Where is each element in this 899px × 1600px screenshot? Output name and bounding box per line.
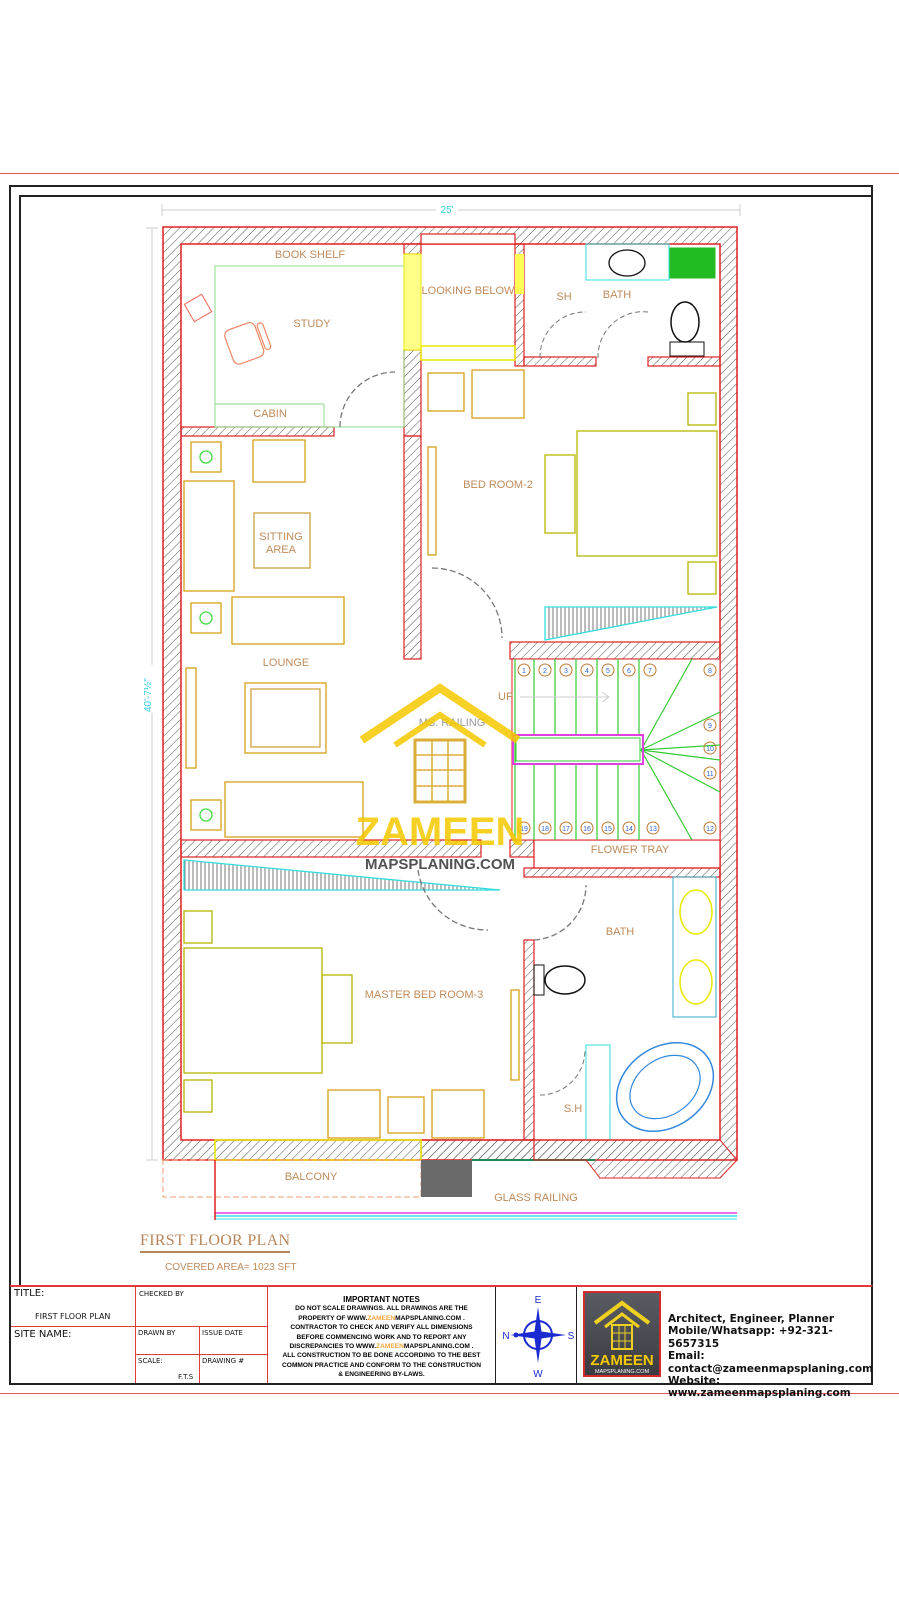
title-cell: TITLE: FIRST FLOOR PLAN	[11, 1287, 136, 1327]
title-value: FIRST FLOOR PLAN	[35, 1312, 111, 1321]
bedroom-2-furniture	[339, 369, 718, 641]
svg-text:8: 8	[708, 668, 712, 675]
svg-text:11: 11	[706, 771, 713, 778]
svg-text:GLASS RAILING: GLASS RAILING	[494, 1192, 578, 1204]
notes-line: & ENGINEERING BY-LAWS.	[338, 1371, 425, 1379]
svg-text:19: 19	[520, 826, 528, 833]
svg-text:BALCONY: BALCONY	[285, 1171, 338, 1183]
svg-text:3: 3	[564, 668, 568, 675]
study-room	[183, 265, 405, 428]
svg-text:MASTER BED ROOM-3: MASTER BED ROOM-3	[365, 989, 484, 1001]
notes-line: COMMON PRACTICE AND CONFORM TO THE CONST…	[282, 1361, 481, 1369]
contact-website: Website: www.zameenmapsplaning.com	[668, 1375, 851, 1400]
svg-text:CABIN: CABIN	[253, 408, 287, 420]
issue-date-cell: ISSUE DATE	[200, 1327, 267, 1355]
notes-title: IMPORTANT NOTES	[343, 1295, 420, 1304]
watermark-logo: ZAMEEN MAPSPLANING.COM	[356, 683, 525, 873]
svg-text:25': 25'	[440, 205, 453, 216]
drawn-by-cell: DRAWN BY	[136, 1327, 200, 1355]
master-bedroom-furniture	[183, 859, 587, 1139]
dimension-depth: 40'-7½"	[141, 227, 158, 1161]
svg-text:S.H: S.H	[564, 1103, 582, 1115]
svg-text:4: 4	[585, 668, 589, 675]
svg-text:2: 2	[543, 668, 547, 675]
svg-text:6: 6	[627, 668, 631, 675]
top-bath-fixtures	[539, 243, 716, 359]
contact-phone: Mobile/Whatsapp: +92-321-5657315	[668, 1325, 833, 1350]
compass-icon: E N S W	[502, 1295, 575, 1380]
title-block: TITLE: FIRST FLOOR PLAN SITE NAME: CHECK…	[9, 1285, 873, 1399]
site-name-label: SITE NAME:	[14, 1329, 72, 1340]
master-bath-fixtures	[533, 876, 717, 1141]
svg-text:16: 16	[583, 826, 591, 833]
covered-area: COVERED AREA= 1023 SFT	[165, 1262, 297, 1273]
svg-text:MAPSPLANING.COM: MAPSPLANING.COM	[365, 856, 515, 873]
svg-text:10: 10	[706, 746, 714, 753]
notes-line: DO NOT SCALE DRAWINGS. ALL DRAWINGS ARE …	[295, 1305, 468, 1313]
svg-text:BATH: BATH	[606, 926, 635, 938]
svg-text:S: S	[568, 1331, 575, 1342]
looking-below	[403, 253, 524, 361]
svg-text:15: 15	[604, 826, 612, 833]
svg-text:13: 13	[649, 826, 657, 833]
svg-text:7: 7	[648, 668, 652, 675]
svg-text:14: 14	[625, 826, 633, 833]
scale-cell: SCALE: F.T.S	[136, 1355, 200, 1383]
svg-text:12: 12	[706, 826, 714, 833]
svg-text:LOUNGE: LOUNGE	[263, 657, 309, 669]
balcony	[162, 1139, 738, 1220]
svg-text:9: 9	[708, 723, 712, 730]
svg-text:BED ROOM-2: BED ROOM-2	[463, 479, 533, 491]
svg-text:W: W	[533, 1369, 543, 1380]
svg-text:MAPSPLANING.COM: MAPSPLANING.COM	[595, 1369, 650, 1375]
svg-text:ZAMEEN: ZAMEEN	[356, 810, 525, 854]
plan-title: FIRST FLOOR PLAN	[140, 1232, 291, 1253]
svg-text:18: 18	[541, 826, 549, 833]
site-name-cell: SITE NAME:	[11, 1327, 136, 1383]
svg-text:BOOK SHELF: BOOK SHELF	[275, 249, 346, 261]
notes-line: CONTRACTOR TO CHECK AND VERIFY ALL DIMEN…	[290, 1324, 473, 1332]
svg-text:SH: SH	[556, 291, 571, 303]
svg-text:17: 17	[562, 826, 570, 833]
svg-text:1: 1	[522, 668, 526, 675]
contact-info: Architect, Engineer, Planner Mobile/What…	[668, 1313, 873, 1400]
svg-text:UP: UP	[498, 691, 513, 703]
title-label: TITLE:	[14, 1288, 45, 1299]
house-logo-icon: ZAMEEN MAPSPLANING.COM	[590, 1300, 654, 1375]
sheet-bottom-border-line	[0, 1393, 899, 1394]
contact-email: Email: contact@zameenmapsplaning.com	[668, 1350, 874, 1375]
scale-value: F.T.S	[178, 1373, 194, 1381]
important-notes: IMPORTANT NOTES DO NOT SCALE DRAWINGS. A…	[267, 1287, 495, 1383]
scale-label: SCALE:	[138, 1357, 163, 1365]
svg-text:N: N	[502, 1331, 509, 1342]
svg-text:STUDY: STUDY	[293, 318, 331, 330]
svg-text:BATH: BATH	[603, 289, 632, 301]
drawing-number-cell: DRAWING #	[202, 1357, 245, 1365]
svg-text:5: 5	[606, 668, 610, 675]
staircase: 1 2 3 4 5 6 7 8 9 10 11 12 19 18 17 16 1…	[498, 658, 721, 841]
notes-line: ALL CONSTRUCTION TO BE DONE ACCORDING TO…	[282, 1352, 481, 1360]
svg-text:E: E	[535, 1295, 542, 1306]
compass-cell: E N S W	[495, 1287, 577, 1383]
floor-plan: 25' 40'-7½"	[141, 203, 741, 1220]
svg-text:40'-7½": 40'-7½"	[143, 678, 154, 712]
company-logo: ZAMEEN MAPSPLANING.COM	[583, 1291, 661, 1377]
svg-text:SITTING: SITTING	[259, 531, 302, 543]
svg-text:AREA: AREA	[266, 544, 297, 556]
lounge-furniture	[183, 439, 364, 838]
contact-role: Architect, Engineer, Planner	[668, 1313, 835, 1325]
svg-text:ZAMEEN: ZAMEEN	[590, 1352, 653, 1369]
dimension-width: 25'	[161, 203, 741, 216]
svg-text:FLOWER TRAY: FLOWER TRAY	[591, 844, 670, 856]
sheet-top-border-line	[0, 173, 899, 174]
notes-line: DISCREPANCIES TO WWW.ZAMEENMAPSPLANING.C…	[289, 1343, 474, 1351]
checked-by-cell: CHECKED BY	[136, 1287, 267, 1327]
notes-line: PROPERTY OF WWW.ZAMEENMAPSPLANING.COM .	[298, 1314, 465, 1322]
notes-line: BEFORE COMMENCING WORK AND TO REPORT ANY	[296, 1333, 467, 1341]
drawing-inner-frame	[19, 195, 871, 1285]
svg-text:LOOKING BELOW: LOOKING BELOW	[422, 285, 516, 297]
